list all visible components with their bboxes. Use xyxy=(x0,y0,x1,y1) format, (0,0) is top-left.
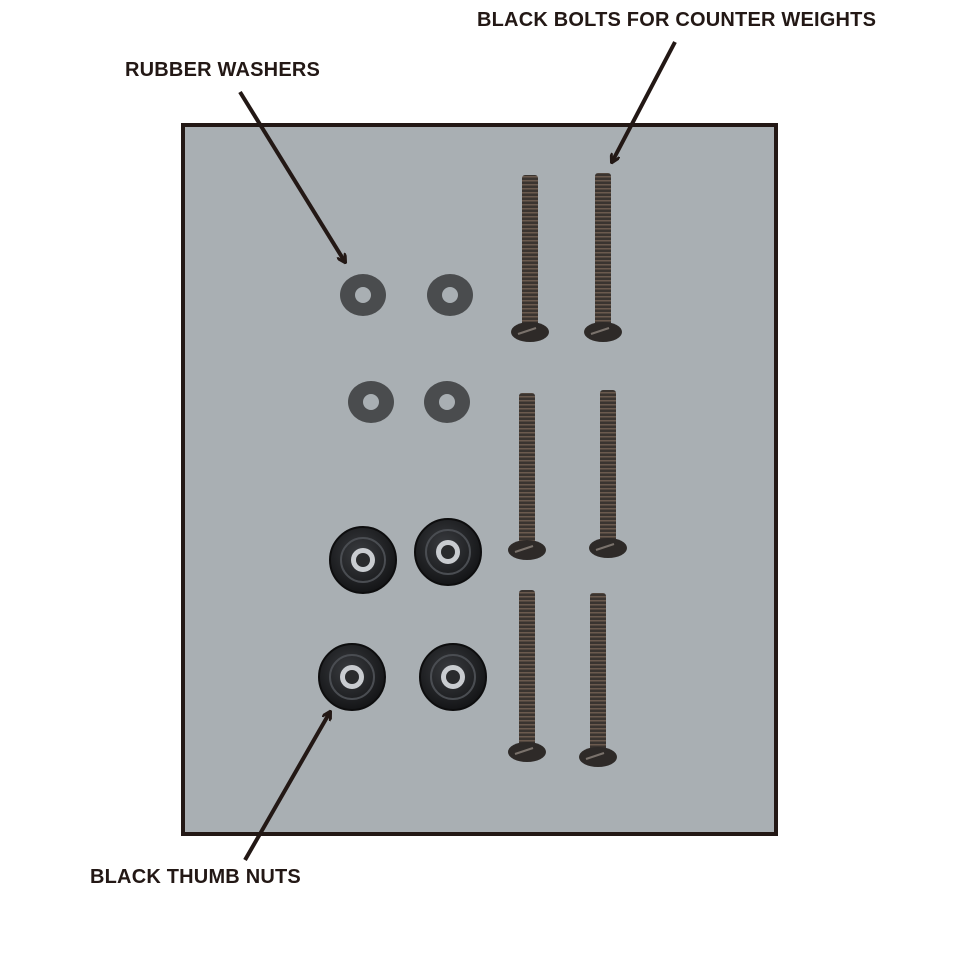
bolts-arrow xyxy=(612,41,677,162)
black-bolt xyxy=(519,393,535,550)
washers-label: RUBBER WASHERS xyxy=(125,59,321,81)
black-bolt xyxy=(519,590,535,752)
black-bolt xyxy=(595,173,611,332)
black-bolt xyxy=(590,593,606,757)
bolts-label: BLACK BOLTS FOR COUNTER WEIGHTS xyxy=(477,9,877,31)
thumb-nuts-label: BLACK THUMB NUTS xyxy=(90,866,301,888)
photo-panel xyxy=(181,123,778,836)
washers-arrow xyxy=(238,90,345,262)
black-bolt xyxy=(600,390,616,548)
thumb-nuts-arrow xyxy=(243,712,330,861)
black-bolt xyxy=(522,175,538,332)
